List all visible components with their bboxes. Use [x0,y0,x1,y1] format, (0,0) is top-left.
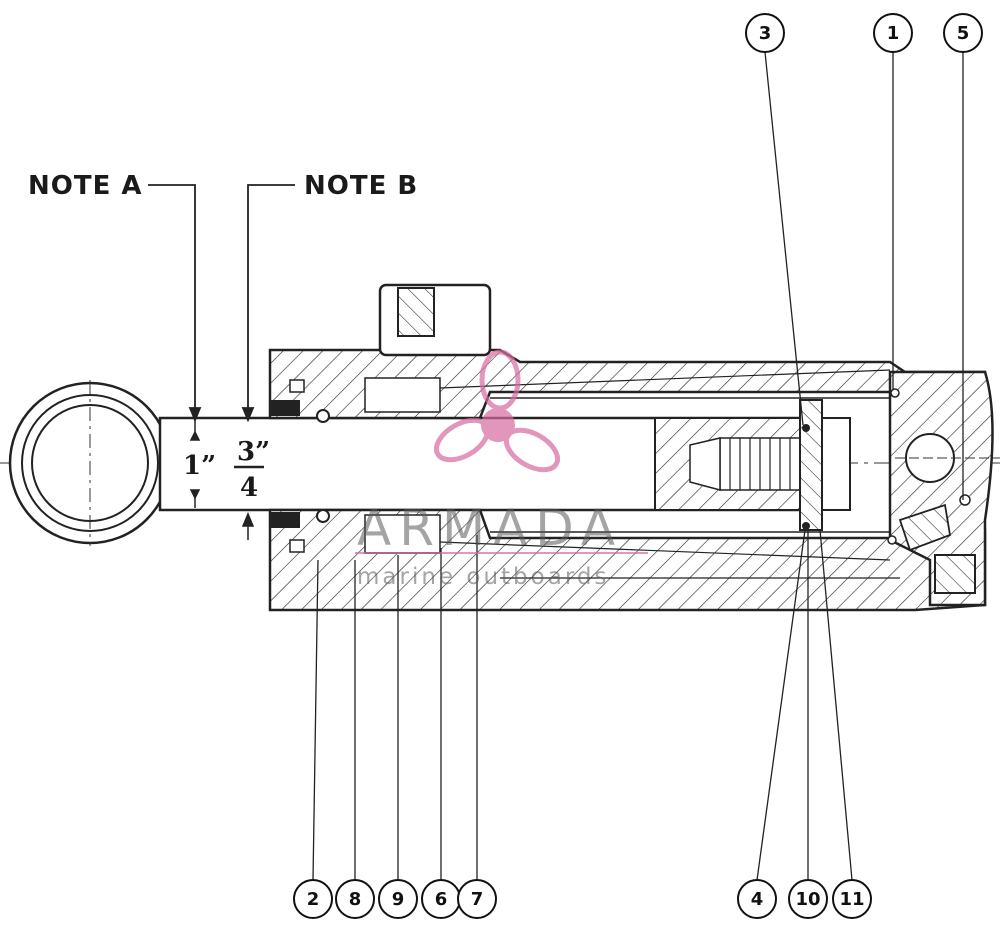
callout-leaders [312,51,964,881]
svg-text:8: 8 [349,889,362,910]
svg-text:3: 3 [759,23,772,44]
svg-text:9: 9 [392,889,405,910]
callout-3: 3 [745,13,785,53]
callout-10: 10 [788,879,828,919]
svg-text:5: 5 [957,23,970,44]
note-a-leader [148,184,202,423]
watermark-brand: ARMADA [357,499,623,557]
rod-dimension [189,420,255,540]
note-a-label: NOTE A [28,171,143,201]
fraction-numerator: 3” [237,437,270,467]
callout-5: 5 [943,13,983,53]
svg-text:11: 11 [839,889,864,910]
callout-2: 2 [293,879,333,919]
rod-eye [8,380,172,546]
note-b-leader [241,184,295,423]
callout-4: 4 [737,879,777,919]
svg-text:6: 6 [435,889,448,910]
callout-7: 7 [457,879,497,919]
rod-diameter-label: 1” [183,451,216,481]
callout-6: 6 [421,879,461,919]
svg-text:1: 1 [887,23,900,44]
armada-watermark: ARMADA marine outboards [355,349,648,590]
propeller-icon [433,349,561,473]
svg-text:10: 10 [795,889,820,910]
end-cap [887,370,1000,607]
callout-11: 11 [832,879,872,919]
note-b-label: NOTE B [304,171,418,201]
fraction-denominator: 4 [240,473,258,503]
callout-1: 1 [873,13,913,53]
callout-8: 8 [335,879,375,919]
callout-9: 9 [378,879,418,919]
svg-text:4: 4 [751,889,764,910]
svg-text:2: 2 [307,889,320,910]
svg-text:7: 7 [471,889,484,910]
gland-head [270,283,492,554]
watermark-tagline: marine outboards [357,564,609,590]
piston [654,399,851,531]
